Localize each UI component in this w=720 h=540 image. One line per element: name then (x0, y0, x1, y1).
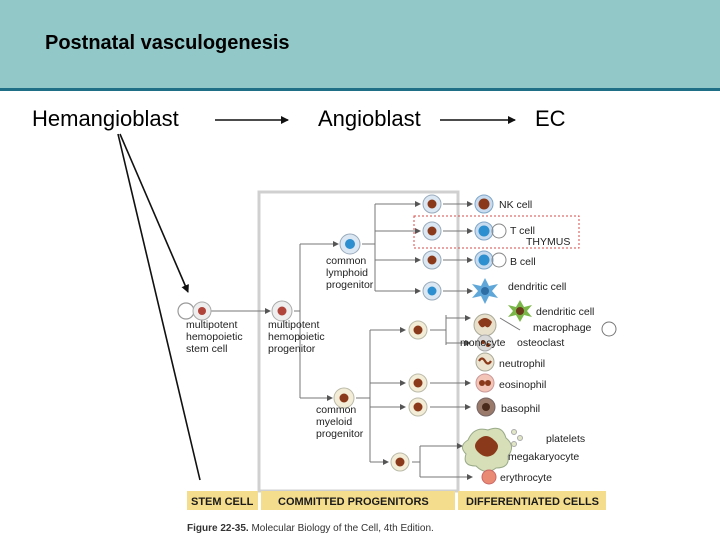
nk-cell-graphic (474, 194, 494, 214)
cell-common-myeloid-progenitor (333, 387, 355, 409)
label-clp-1: common (326, 255, 366, 267)
label-t-cell: T cell (510, 225, 535, 237)
lymphoid-intermediates (422, 194, 442, 301)
myeloid-intermediates (390, 320, 428, 472)
label-osteoclast: osteoclast (517, 337, 564, 349)
label-clp-3: progenitor (326, 279, 374, 291)
monocyte-graphic (473, 313, 497, 337)
label-b-cell: B cell (510, 256, 536, 268)
label-nk-cell: NK cell (499, 199, 532, 211)
flow-label-angioblast: Angioblast (318, 106, 421, 131)
t-cell-graphic (474, 221, 507, 241)
figure-caption: Figure 22-35. Molecular Biology of the C… (187, 523, 434, 534)
label-stem-cell-1: multipotent (186, 319, 237, 331)
cell-common-lymphoid-progenitor (339, 233, 361, 255)
platelets-graphic (511, 429, 523, 447)
label-stem-cell-3: stem cell (186, 343, 227, 355)
label-dendritic-cell-1: dendritic cell (508, 281, 566, 293)
osteoclast-graphic (476, 334, 494, 352)
band-label-stem-cell: STEM CELL (191, 496, 254, 508)
label-cmp-1: common (316, 404, 356, 416)
label-cmp-2: myeloid (316, 416, 352, 428)
band-stem-cell (187, 491, 258, 510)
label-basophil: basophil (501, 403, 540, 415)
band-label-committed: COMMITTED PROGENITORS (278, 496, 429, 508)
header-bar (0, 0, 720, 91)
erythrocyte-graphic (481, 469, 497, 485)
label-clp-2: lymphoid (326, 267, 368, 279)
flow-label-hemangioblast: Hemangioblast (32, 106, 179, 131)
label-dendritic-cell-2: dendritic cell (536, 306, 594, 318)
neutrophil-graphic (475, 352, 495, 372)
label-macrophage: macrophage (533, 322, 592, 334)
label-eosinophil: eosinophil (499, 379, 546, 391)
label-neutrophil: neutrophil (499, 358, 545, 370)
label-cmp-3: progenitor (316, 428, 364, 440)
page-title: Postnatal vasculogenesis (45, 32, 290, 54)
band-committed-progenitors (261, 491, 455, 510)
caption-source: Molecular Biology of the Cell, 4th Editi… (249, 523, 434, 534)
band-differentiated-cells (458, 491, 606, 510)
label-megakaryocyte: megakaryocyte (508, 451, 579, 463)
label-monocyte: monocyte (460, 337, 506, 349)
label-mpp-2: hemopoietic (268, 331, 325, 343)
label-platelets: platelets (546, 433, 585, 445)
label-thymus: THYMUS (526, 236, 570, 248)
cell-multipotent-progenitor (271, 300, 293, 322)
band-label-differentiated: DIFFERENTIATED CELLS (466, 496, 599, 508)
stem-cell-multipotent (177, 301, 212, 321)
label-stem-cell-2: hemopoietic (186, 331, 243, 343)
label-mpp-1: multipotent (268, 319, 319, 331)
eosinophil-graphic (475, 373, 495, 393)
megakaryocyte-graphic (462, 427, 512, 472)
label-mpp-3: progenitor (268, 343, 316, 355)
flow-label-ec: EC (535, 106, 566, 131)
arrow-hemangioblast-to-stem-cell (119, 133, 189, 293)
basophil-graphic (476, 397, 496, 417)
thymus-box (413, 215, 580, 249)
b-cell-graphic (474, 250, 507, 270)
macrophage-graphic (601, 321, 617, 337)
label-erythrocyte: erythrocyte (500, 472, 552, 484)
lineage-connectors (198, 201, 521, 480)
caption-figure-number: Figure 22-35. (187, 523, 249, 534)
dendritic-cell-lymphoid-graphic (472, 278, 498, 304)
dendritic-cell-myeloid-graphic (508, 300, 532, 322)
line-hemangioblast-down (117, 133, 201, 481)
